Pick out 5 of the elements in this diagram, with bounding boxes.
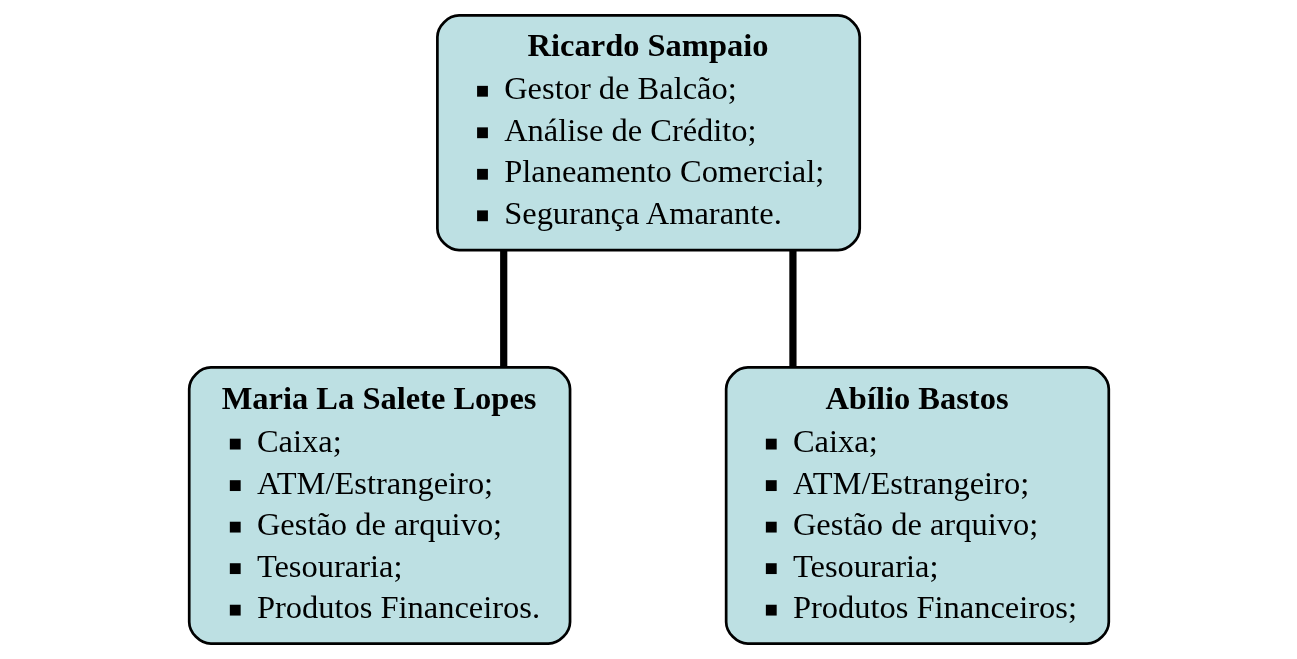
node-box: Abílio Bastos Caixa; ATM/Estrangeiro; Gestão de arquivo; Tesouraria; Produtos Financeiros; [724, 366, 1110, 645]
node-box: Maria La Salete Lopes Caixa; ATM/Estrangeiro; Gestão de arquivo; Tesouraria; Produtos Financeiros. [187, 366, 571, 645]
node-box: Ricardo Sampaio Gestor de Balcão; Análise de Crédito; Planeamento Comercial; Segurança Amarante. [435, 14, 861, 252]
connector [788, 250, 797, 368]
connector [499, 250, 507, 368]
